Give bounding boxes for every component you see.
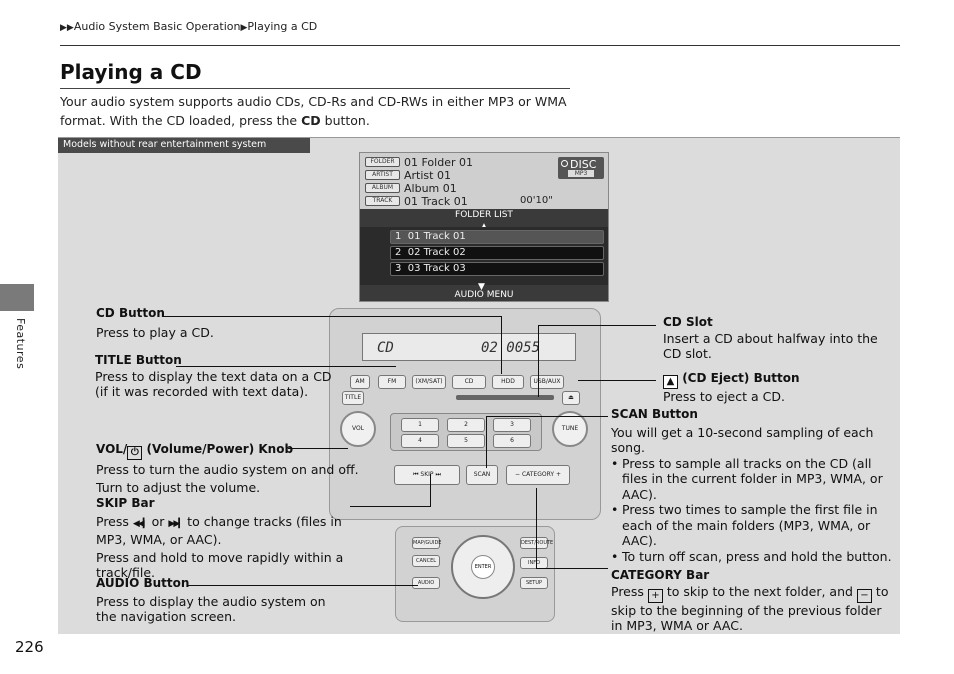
audio-display: CD 02 0055: [362, 333, 576, 361]
page-number: 226: [15, 638, 44, 656]
section-tab: [0, 284, 34, 311]
preset-4-button[interactable]: 4: [401, 434, 439, 448]
scan-button-note: SCAN Button You will get a 10-second sam…: [611, 407, 895, 564]
map-guide-button[interactable]: MAP/GUIDE: [412, 537, 441, 549]
eject-icon: ▲: [663, 375, 678, 389]
cd-slot-note: CD Slot Insert a CD about halfway into t…: [663, 315, 878, 361]
audio-button[interactable]: AUDIO: [412, 577, 440, 589]
cd-button-ref: CD: [301, 113, 321, 128]
info-button[interactable]: INFO: [520, 557, 548, 569]
breadcrumb: ▶▶Audio System Basic Operation▶Playing a…: [60, 20, 317, 33]
callout-line: [288, 448, 348, 449]
dest-route-button[interactable]: DEST/ROUTE: [520, 537, 553, 549]
elapsed-time: 00'10": [520, 195, 553, 206]
breadcrumb-section[interactable]: Audio System Basic Operation: [73, 20, 241, 33]
title-divider: [60, 88, 570, 89]
preset-5-button[interactable]: 5: [447, 434, 485, 448]
category-bar[interactable]: − CATEGORY +: [506, 465, 570, 485]
callout-line: [501, 316, 502, 374]
breadcrumb-arrow-icon: ▶▶: [60, 23, 74, 33]
header-divider: [60, 45, 900, 46]
scan-button[interactable]: SCAN: [466, 465, 498, 485]
skip-bar[interactable]: ⏮ SKIP ⏭: [394, 465, 460, 485]
list-item: •Press to sample all tracks on the CD (a…: [611, 455, 883, 502]
folder-list-button[interactable]: FOLDER LIST▲: [360, 209, 608, 232]
fm-button[interactable]: FM: [378, 375, 406, 389]
audio-button-note: AUDIO Button Press to display the audio …: [96, 576, 326, 624]
section-label: Features: [14, 318, 27, 370]
callout-line: [188, 585, 418, 586]
eject-button[interactable]: ⏏: [562, 391, 580, 405]
skip-back-icon: ◀◀▎: [132, 518, 150, 529]
callout-line: [176, 366, 396, 367]
track-list: 1 01 Track 01 2 02 Track 02 3 03 Track 0…: [360, 227, 608, 285]
xm-button[interactable]: (XM/SAT): [412, 375, 446, 389]
disc-icon: [561, 160, 568, 167]
model-tag: Models without rear entertainment system: [58, 138, 310, 153]
list-item[interactable]: 1 01 Track 01: [390, 230, 604, 244]
cd-button[interactable]: CD: [452, 375, 486, 389]
setup-button[interactable]: SETUP: [520, 577, 548, 589]
list-item: •Press two times to sample the first fil…: [611, 502, 878, 548]
list-item: •To turn off scan, press and hold the bu…: [611, 548, 892, 564]
tune-knob[interactable]: TUNE: [552, 411, 588, 447]
audio-console: CD 02 0055 AM FM (XM/SAT) CD HDD USB/AUX…: [329, 308, 601, 520]
callout-line: [536, 488, 537, 568]
vol-knob-note: VOL/⏻ (Volume/Power) Knob Press to turn …: [96, 442, 359, 495]
audio-menu-button[interactable]: ▼AUDIO MENU: [360, 282, 608, 301]
triangle-down-icon: ▼: [478, 282, 485, 292]
callout-line: [350, 506, 430, 507]
cd-eject-note: ▲ (CD Eject) Button Press to eject a CD.: [663, 371, 800, 404]
page-title: Playing a CD: [60, 60, 202, 84]
list-item[interactable]: 3 03 Track 03: [390, 262, 604, 276]
callout-line: [430, 474, 431, 507]
cd-slot[interactable]: [456, 395, 554, 400]
breadcrumb-arrow-icon: ▶: [240, 23, 248, 33]
skip-bar-note: SKIP Bar Press ◀◀▎ or ▶▶▎ to change trac…: [96, 496, 344, 580]
cd-button-note: CD Button Press to play a CD.: [96, 306, 214, 340]
vol-knob[interactable]: VOL: [340, 411, 376, 447]
plus-icon: +: [647, 588, 663, 603]
navigation-controls: MAP/GUIDE CANCEL AUDIO ENTER DEST/ROUTE …: [395, 526, 555, 622]
preset-pad: 1 2 3 4 5 6: [390, 413, 542, 451]
preset-3-button[interactable]: 3: [493, 418, 531, 432]
title-button-note: TITLE Button Press to display the text d…: [95, 353, 332, 399]
eject-icon: ⏏: [568, 394, 574, 401]
preset-1-button[interactable]: 1: [401, 418, 439, 432]
preset-2-button[interactable]: 2: [447, 418, 485, 432]
intro-paragraph: Your audio system supports audio CDs, CD…: [60, 94, 567, 128]
enter-button[interactable]: ENTER: [471, 555, 495, 579]
skip-forward-icon: ▶▶▎: [168, 518, 185, 529]
callout-line: [538, 325, 656, 326]
list-item[interactable]: 2 02 Track 02: [390, 246, 604, 260]
cancel-button[interactable]: CANCEL: [412, 555, 440, 567]
callout-line: [162, 316, 502, 317]
callout-line: [486, 416, 487, 468]
callout-line: [578, 380, 656, 381]
callout-line: [486, 416, 608, 417]
callout-line: [536, 568, 608, 569]
title-button[interactable]: TITLE: [342, 391, 364, 405]
callout-line: [538, 325, 539, 397]
breadcrumb-page: Playing a CD: [247, 20, 318, 33]
interface-dial[interactable]: ENTER: [451, 535, 515, 599]
usb-aux-button[interactable]: USB/AUX: [530, 375, 564, 389]
disc-badge: DISC MP3: [558, 157, 604, 179]
illustration-panel: Models without rear entertainment system…: [58, 137, 900, 634]
hdd-button[interactable]: HDD: [492, 375, 524, 389]
am-button[interactable]: AM: [350, 375, 370, 389]
preset-6-button[interactable]: 6: [493, 434, 531, 448]
category-bar-note: CATEGORY Bar Press + to skip to the next…: [611, 568, 889, 633]
minus-icon: −: [856, 588, 872, 603]
power-icon: ⏻: [127, 446, 143, 460]
